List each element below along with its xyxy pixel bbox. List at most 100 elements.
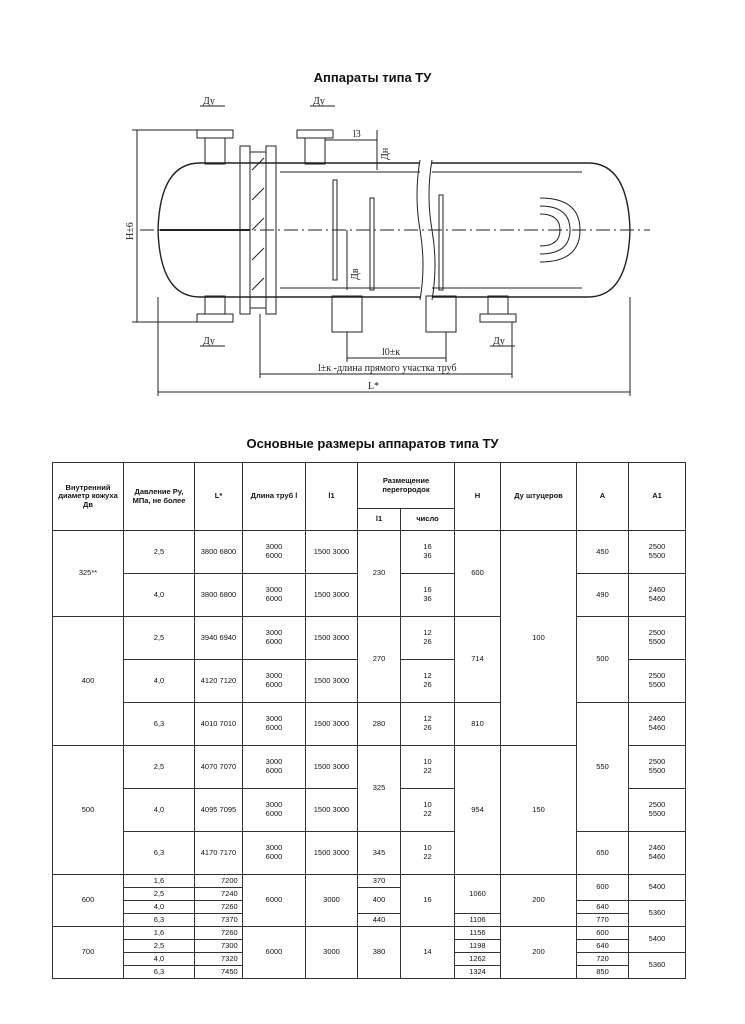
tube-sheet-hatch bbox=[251, 187, 265, 201]
cell-h: 1106 bbox=[454, 913, 502, 927]
cell-h: 600 bbox=[454, 530, 502, 617]
cell-h: 1262 bbox=[454, 952, 502, 966]
label-dv: Дв bbox=[350, 268, 361, 280]
cell-baffle-count: 10 22 bbox=[399, 831, 456, 875]
cell-du: 100 bbox=[500, 530, 578, 746]
cell-l1: 1500 3000 bbox=[305, 616, 358, 660]
cell-a1: 5360 bbox=[628, 900, 687, 927]
header-baffles: Размещение перегородок bbox=[356, 462, 456, 509]
cell-a: 490 bbox=[576, 573, 630, 617]
cell-a: 720 bbox=[576, 952, 630, 966]
label-du-top-mid: Ду bbox=[313, 96, 325, 107]
cell-a1: 2460 5460 bbox=[628, 702, 687, 746]
header-baffle-count: число bbox=[399, 508, 456, 531]
cell-a: 500 bbox=[576, 616, 630, 703]
cell-pressure: 6,3 bbox=[123, 913, 195, 927]
tube-sheet-hatch bbox=[251, 217, 265, 231]
tube-sheet-hatch bbox=[251, 247, 265, 261]
cell-l1: 3000 bbox=[305, 874, 358, 927]
cell-tube-length: 3000 6000 bbox=[242, 659, 306, 703]
cell-a1: 2500 5500 bbox=[628, 659, 687, 703]
cell-tube-length: 3000 6000 bbox=[242, 831, 306, 875]
baffle bbox=[332, 179, 338, 281]
cell-dv: 700 bbox=[52, 926, 124, 979]
label-du-bottom-right: Ду bbox=[493, 336, 505, 347]
cell-baffle-l1: 380 bbox=[357, 926, 401, 979]
cell-baffle-count: 16 36 bbox=[399, 530, 456, 574]
cell-l1: 1500 3000 bbox=[305, 745, 358, 789]
cell-pressure: 4,0 bbox=[123, 573, 195, 617]
cell-baffle-l1: 345 bbox=[357, 831, 401, 875]
cell-length: 4010 7010 bbox=[194, 702, 243, 746]
cell-pressure: 6,3 bbox=[123, 702, 195, 746]
label-ltube: l±к -длина прямого участка труб bbox=[318, 363, 457, 374]
header-pressure: Давление Ру, МПа, не более bbox=[123, 462, 195, 531]
cell-tube-length: 6000 bbox=[242, 926, 306, 979]
label-h: Н±6 bbox=[125, 222, 136, 240]
header-baffle-l1: l1 bbox=[357, 508, 401, 531]
cell-pressure: 4,0 bbox=[123, 900, 195, 914]
cell-length: 7200 bbox=[194, 874, 243, 888]
cell-a: 650 bbox=[576, 831, 630, 875]
header-a1: A1 bbox=[628, 462, 687, 531]
cell-baffle-count: 16 36 bbox=[399, 573, 456, 617]
cell-baffle-count: 14 bbox=[399, 926, 456, 979]
cell-tube-length: 3000 6000 bbox=[242, 788, 306, 832]
cell-dv: 325** bbox=[52, 530, 124, 617]
cell-a1: 2500 5500 bbox=[628, 530, 687, 574]
nozzle-bottom-right bbox=[487, 295, 509, 315]
cell-length: 7320 bbox=[194, 952, 243, 966]
support-leg bbox=[331, 295, 363, 333]
cell-a1: 2500 5500 bbox=[628, 616, 687, 660]
table-row: 4,0 7260 640 5360 bbox=[53, 900, 687, 927]
label-dn: Дн bbox=[380, 147, 391, 160]
cell-pressure: 2,5 bbox=[123, 939, 195, 953]
cell-tube-length: 3000 6000 bbox=[242, 530, 306, 574]
table-title: Основные размеры аппаратов типа ТУ bbox=[246, 436, 499, 451]
heat-exchanger-drawing: Ду Ду Ду Ду Н±6 l3 Дн Дв l0±к l±к -длина… bbox=[125, 96, 650, 396]
table-row: 700 1,6 7260 6000 3000 380 14 1156 200 6… bbox=[52, 926, 687, 979]
cell-baffle-count: 10 22 bbox=[399, 745, 456, 789]
cell-length: 4070 7070 bbox=[194, 745, 243, 789]
cell-pressure: 4,0 bbox=[123, 788, 195, 832]
cell-length: 4095 7095 bbox=[194, 788, 243, 832]
table-row: 6,3 4170 7170 3000 6000 1500 3000 345 10… bbox=[53, 831, 687, 875]
cell-pressure: 2,5 bbox=[123, 616, 195, 660]
header-nozzle-du: Ду штуцеров bbox=[500, 462, 578, 531]
cell-length: 3800 6800 bbox=[194, 530, 243, 574]
table-row: 4,0 4120 7120 3000 6000 1500 3000 12 26 … bbox=[53, 659, 687, 703]
cell-baffle-l1: 230 bbox=[357, 530, 401, 617]
support-leg bbox=[425, 295, 457, 333]
nozzle-bottom-left bbox=[204, 295, 226, 315]
table-row: 325** 2,5 3800 6800 3000 6000 1500 3000 … bbox=[52, 530, 687, 746]
cell-h: 1156 bbox=[454, 926, 502, 940]
cell-pressure: 1,6 bbox=[123, 874, 195, 888]
cell-pressure: 4,0 bbox=[123, 659, 195, 703]
break-line bbox=[416, 159, 424, 301]
nozzle-flange bbox=[196, 129, 234, 139]
cell-l1: 1500 3000 bbox=[305, 659, 358, 703]
cell-tube-length: 3000 6000 bbox=[242, 745, 306, 789]
cell-baffle-count: 12 26 bbox=[399, 616, 456, 660]
cell-baffle-l1: 280 bbox=[357, 702, 401, 746]
table-row: 4,0 7320 1262 720 5360 bbox=[53, 952, 687, 979]
cell-pressure: 4,0 bbox=[123, 952, 195, 966]
header-length: L* bbox=[194, 462, 243, 531]
nozzle-flange bbox=[479, 313, 517, 323]
table-row: 600 1,6 7200 6000 3000 370 16 1060 200 6… bbox=[52, 874, 687, 927]
cell-a1: 2500 5500 bbox=[628, 788, 687, 832]
cell-length: 3940 6940 bbox=[194, 616, 243, 660]
cell-tube-length: 3000 6000 bbox=[242, 702, 306, 746]
header-inner-diameter: Внутренний диаметр кожуха Дв bbox=[52, 462, 124, 531]
cell-length: 4170 7170 bbox=[194, 831, 243, 875]
cell-baffle-count: 12 26 bbox=[399, 659, 456, 703]
cell-baffle-l1: 440 bbox=[357, 913, 401, 927]
cell-a1: 2460 5460 bbox=[628, 831, 687, 875]
nozzle-top-mid bbox=[304, 137, 326, 165]
cell-dv: 600 bbox=[52, 874, 124, 927]
cell-a: 640 bbox=[576, 939, 630, 953]
cell-length: 7260 bbox=[194, 900, 243, 914]
cell-baffle-l1: 400 bbox=[357, 887, 401, 914]
cell-tube-length: 3000 6000 bbox=[242, 573, 306, 617]
u-bend bbox=[539, 197, 581, 263]
